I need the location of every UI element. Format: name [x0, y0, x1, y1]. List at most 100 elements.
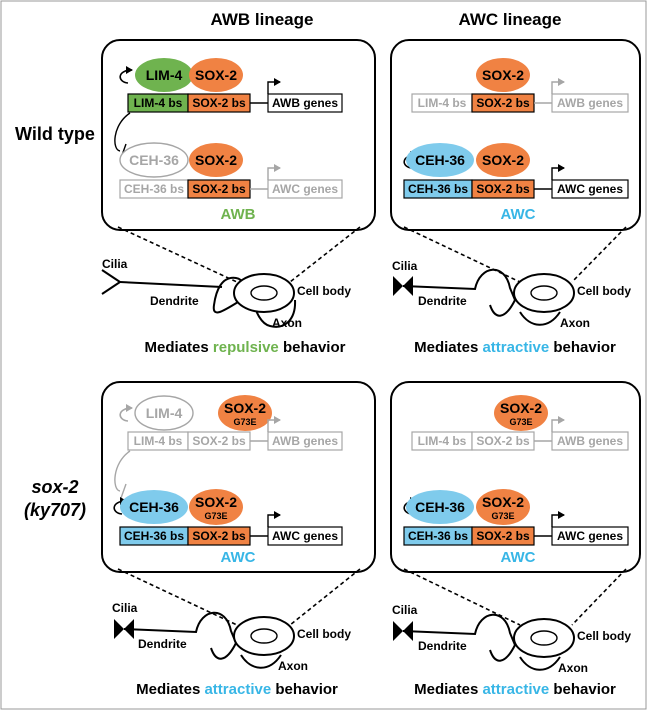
neuron-wildtype-awb: Cilia Dendrite Cell body Axon — [101, 257, 351, 330]
lim4-bs-label: LIM-4 bs — [134, 434, 183, 448]
behavior-prefix: Mediates — [414, 339, 482, 356]
mutation-label: G73E — [233, 417, 256, 427]
sox2-bs-label: SOX-2 bs — [476, 434, 530, 448]
panel-wildtype-awc: SOX-2 LIM-4 bs SOX-2 bs AWB genes CEH-36… — [390, 39, 641, 231]
sox2-protein — [189, 143, 243, 177]
awb-genes-label: AWB genes — [557, 96, 623, 110]
ceh36-label: CEH-36 — [415, 499, 465, 515]
panel-frame — [101, 39, 376, 231]
panel-frame — [390, 381, 641, 573]
cell-body — [513, 618, 575, 658]
ceh36-label: CEH-36 — [129, 152, 179, 168]
behavior-suffix: behavior — [553, 339, 616, 356]
axon-label: Axon — [560, 316, 590, 330]
axon-line — [489, 644, 561, 671]
nucleus — [530, 285, 558, 301]
sox2-g73e-protein — [494, 395, 548, 431]
behavior-attractive: attractive — [204, 681, 275, 698]
transcription-arrow — [551, 164, 565, 180]
dendrite-label: Dendrite — [150, 294, 199, 308]
sox2-label: SOX-2 — [195, 67, 237, 83]
neuron-mutant-awb: Cilia Dendrite Cell body Axon — [112, 601, 351, 673]
behavior-repulsive: repulsive — [213, 339, 283, 356]
neuron-wildtype-awc: Cilia Dendrite Cell body Axon — [392, 259, 631, 330]
sox2-bs-label: SOX-2 bs — [192, 529, 246, 543]
ceh36-protein — [119, 142, 189, 178]
awb-genes-box — [551, 431, 629, 451]
cell-body-label: Cell body — [297, 627, 351, 641]
sox2-protein — [189, 58, 243, 92]
sox2-protein — [476, 143, 530, 177]
behavior-suffix: behavior — [553, 681, 616, 698]
ceh36-protein — [120, 490, 188, 524]
axon-line — [210, 642, 282, 669]
lim4-bs-label: LIM-4 bs — [134, 96, 183, 110]
dendrite-label: Dendrite — [418, 294, 467, 308]
sox2-label: SOX-2 — [482, 67, 524, 83]
header-awb-lineage: AWB lineage — [211, 10, 314, 29]
zoom-line — [289, 568, 361, 626]
cilia-wing-icon — [101, 269, 121, 295]
sox2-g73e-protein — [476, 489, 530, 525]
dendrite-label: Dendrite — [418, 639, 467, 653]
transcription-arrow — [551, 511, 565, 527]
nucleus — [250, 285, 278, 301]
ceh36-bs-label: CEH-36 bs — [124, 529, 184, 543]
awc-genes-box — [267, 526, 343, 546]
behavior-caption-mutant-awb: Mediates attractive behavior — [136, 681, 338, 698]
zoom-line — [117, 568, 238, 626]
behavior-caption-mutant-awc: Mediates attractive behavior — [414, 681, 616, 698]
row-label-sox2: sox-2 — [31, 477, 78, 497]
repression-line — [114, 450, 131, 499]
sox2-bs-label: SOX-2 bs — [476, 182, 530, 196]
behavior-prefix: Mediates — [414, 681, 482, 698]
lim4-bs-label: LIM-4 bs — [418, 96, 467, 110]
cell-fate-awc: AWC — [501, 549, 536, 566]
sox2-g73e-protein — [218, 395, 272, 431]
sox2-label: SOX-2 — [224, 400, 266, 416]
ceh36-bs-label: CEH-36 bs — [124, 182, 184, 196]
awb-genes-label: AWB genes — [272, 96, 338, 110]
zoom-guides — [117, 226, 627, 626]
awc-genes-label: AWC genes — [272, 182, 338, 196]
dendrite-line — [402, 613, 516, 646]
autoregulation-arrow — [119, 404, 133, 422]
cell-body-label: Cell body — [297, 284, 351, 298]
axon-line — [212, 276, 297, 328]
awb-genes-box — [267, 431, 343, 451]
axon-line — [489, 299, 561, 326]
transcription-arrow — [267, 511, 281, 527]
awb-genes-box — [267, 93, 343, 113]
ceh36-bs-label: CEH-36 bs — [408, 182, 468, 196]
awc-genes-label: AWC genes — [272, 529, 338, 543]
behavior-prefix: Mediates — [136, 681, 204, 698]
behavior-caption-wildtype-awb: Mediates repulsive behavior — [145, 339, 346, 356]
neuron-mutant-awc: Cilia Dendrite Cell body Axon — [392, 603, 631, 675]
zoom-line — [289, 226, 361, 283]
behavior-suffix: behavior — [275, 681, 338, 698]
mutation-label: G73E — [509, 417, 532, 427]
dendrite-line — [123, 611, 237, 644]
axon-label: Axon — [278, 659, 308, 673]
dendrite-label: Dendrite — [138, 637, 187, 651]
lim4-label: LIM-4 — [146, 405, 183, 421]
transcription-arrow — [551, 416, 565, 432]
panel-mutant-awc: SOX-2 G73E LIM-4 bs SOX-2 bs AWB genes C… — [390, 381, 641, 573]
nucleus — [530, 630, 558, 646]
lim4-protein — [134, 395, 194, 431]
zoom-line — [571, 568, 627, 626]
dendrite-line — [119, 281, 223, 288]
cell-body-label: Cell body — [577, 284, 631, 298]
sox2-bs-label: SOX-2 bs — [192, 96, 246, 110]
awc-genes-label: AWC genes — [557, 529, 623, 543]
cilia-label: Cilia — [112, 601, 138, 615]
cilia-label: Cilia — [102, 257, 128, 271]
awc-genes-box — [551, 526, 629, 546]
axon-label: Axon — [272, 316, 302, 330]
awc-genes-box — [267, 179, 343, 199]
sox2-bs-label: SOX-2 bs — [192, 434, 246, 448]
sox2-label: SOX-2 — [195, 494, 237, 510]
panel-wildtype-awb: LIM-4 SOX-2 LIM-4 bs SOX-2 bs AWB genes … — [101, 39, 376, 231]
lim4-protein — [135, 58, 193, 92]
